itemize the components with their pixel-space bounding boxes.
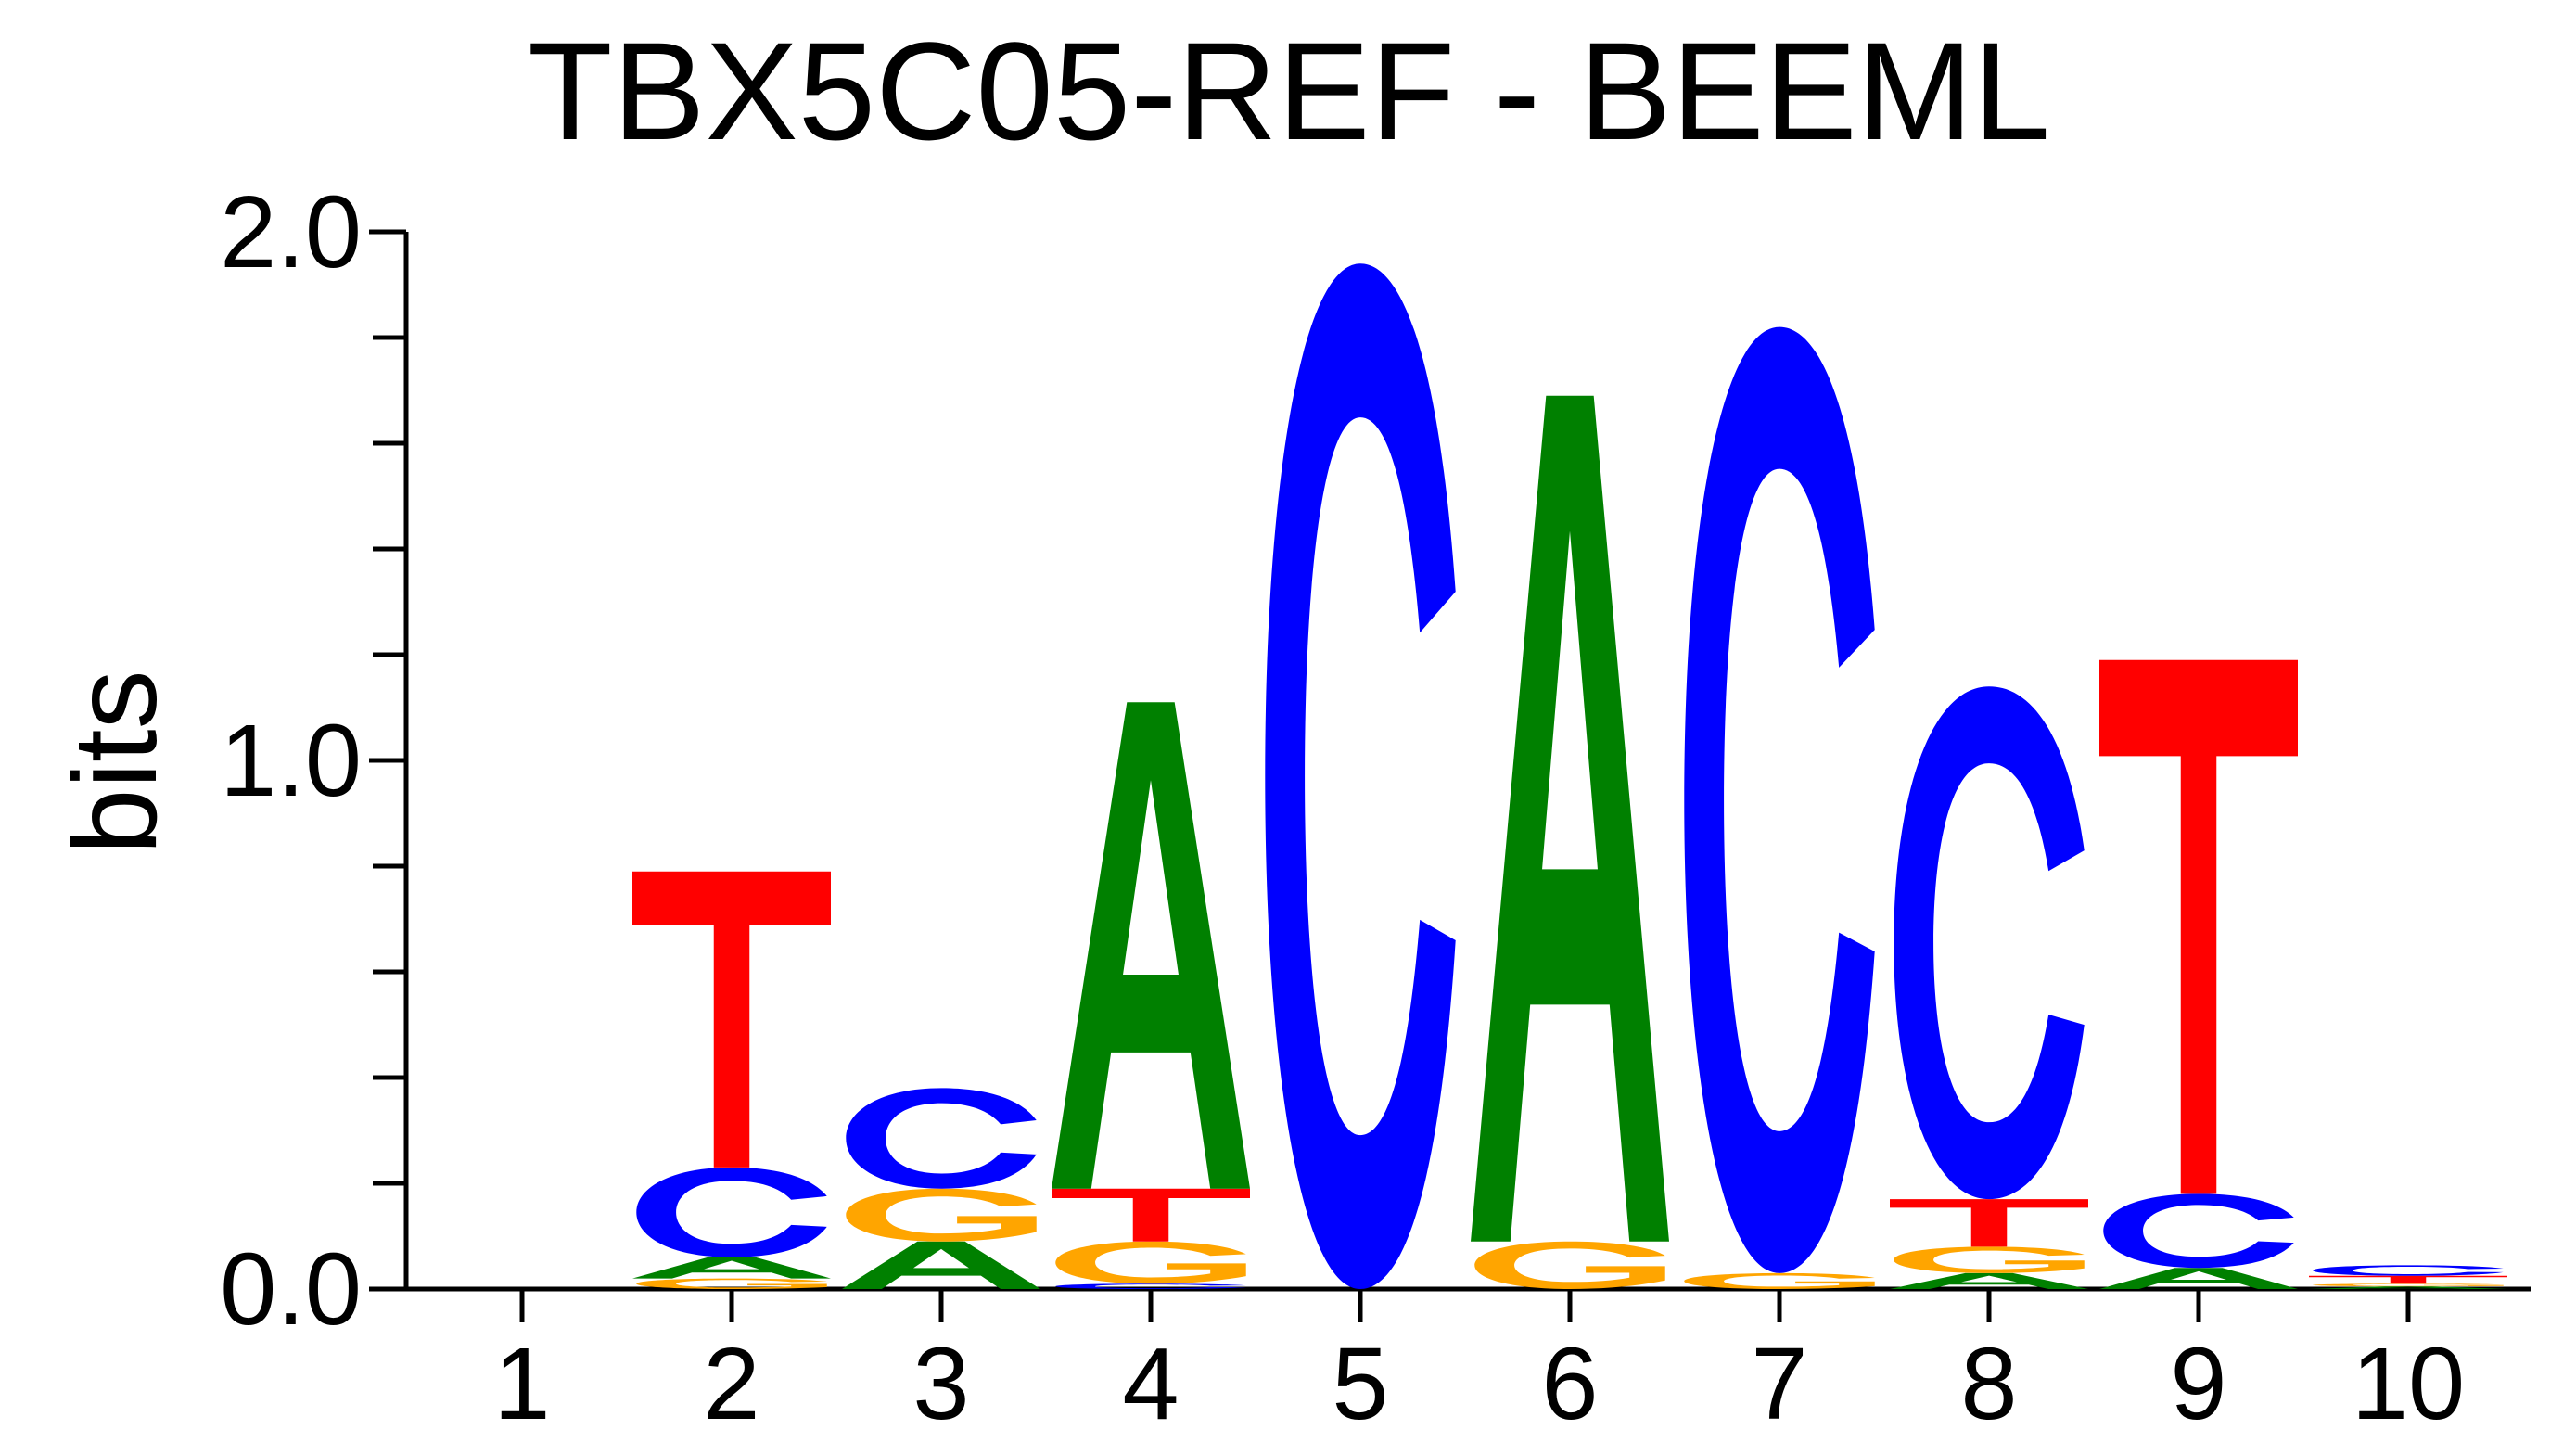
y-tick-label: 2.0 (220, 175, 362, 289)
letter-G-pos-2 (636, 1278, 827, 1289)
letter-stack-3 (842, 1088, 1040, 1289)
letter-G-pos-6 (1474, 1241, 1665, 1289)
letter-A-pos-6 (1471, 395, 1669, 1242)
chart-title: TBX5C05-REF - BEEML (528, 13, 2050, 169)
x-tick-label: 3 (912, 1327, 969, 1441)
letter-G-pos-8 (1894, 1246, 2085, 1273)
letter-C-pos-7 (1684, 326, 1875, 1273)
letter-T-pos-4 (1052, 1188, 1250, 1242)
y-axis-label: bits (49, 670, 182, 854)
letter-A-pos-9 (2099, 1268, 2298, 1289)
letter-stack-5 (1265, 263, 1456, 1290)
letter-G-pos-10 (2313, 1283, 2504, 1287)
letter-G-pos-7 (1684, 1272, 1875, 1289)
letter-C-pos-10 (2313, 1265, 2504, 1276)
letter-A-pos-2 (632, 1257, 831, 1279)
letter-stack-6 (1471, 395, 1669, 1289)
x-tick-label: 7 (1751, 1327, 1807, 1441)
letter-C-pos-4 (1055, 1283, 1246, 1289)
x-tick-label: 10 (2352, 1327, 2465, 1441)
letter-stack-8 (1890, 686, 2088, 1289)
letter-stack-2 (632, 871, 831, 1289)
x-tick-label: 2 (703, 1327, 759, 1441)
x-tick-label: 4 (1122, 1327, 1179, 1441)
letter-stack-9 (2099, 659, 2298, 1289)
x-axis-ticks: 1 2 3 4 5 6 7 8 9 10 (493, 1289, 2465, 1441)
letter-stack-10 (2309, 1265, 2507, 1289)
letter-A-pos-8 (1890, 1272, 2088, 1289)
letter-C-pos-2 (636, 1167, 827, 1257)
letter-A-pos-3 (842, 1241, 1040, 1289)
y-tick-label: 0.0 (220, 1232, 362, 1347)
letter-G-pos-3 (846, 1188, 1037, 1242)
letter-C-pos-8 (1894, 686, 2085, 1200)
letter-T-pos-8 (1890, 1199, 2088, 1247)
letter-C-pos-3 (846, 1088, 1037, 1189)
x-tick-label: 1 (493, 1327, 550, 1441)
letter-T-pos-2 (632, 871, 831, 1168)
letter-T-pos-10 (2309, 1275, 2507, 1284)
letter-T-pos-9 (2099, 659, 2298, 1194)
letter-stacks (632, 263, 2507, 1290)
letter-A-pos-4 (1052, 702, 1250, 1189)
letter-C-pos-5 (1265, 263, 1456, 1290)
x-tick-label: 9 (2170, 1327, 2226, 1441)
letter-stack-4 (1052, 702, 1250, 1289)
y-tick-label: 1.0 (220, 704, 362, 818)
x-tick-label: 6 (1541, 1327, 1598, 1441)
x-tick-label: 8 (1960, 1327, 2017, 1441)
letter-stack-7 (1684, 326, 1875, 1289)
letter-C-pos-9 (2103, 1193, 2294, 1269)
letter-G-pos-4 (1055, 1241, 1246, 1284)
x-tick-label: 5 (1332, 1327, 1388, 1441)
letter-A-pos-10 (2309, 1286, 2507, 1289)
y-axis-ticks: 0.0 1.0 2.0 (220, 175, 406, 1347)
